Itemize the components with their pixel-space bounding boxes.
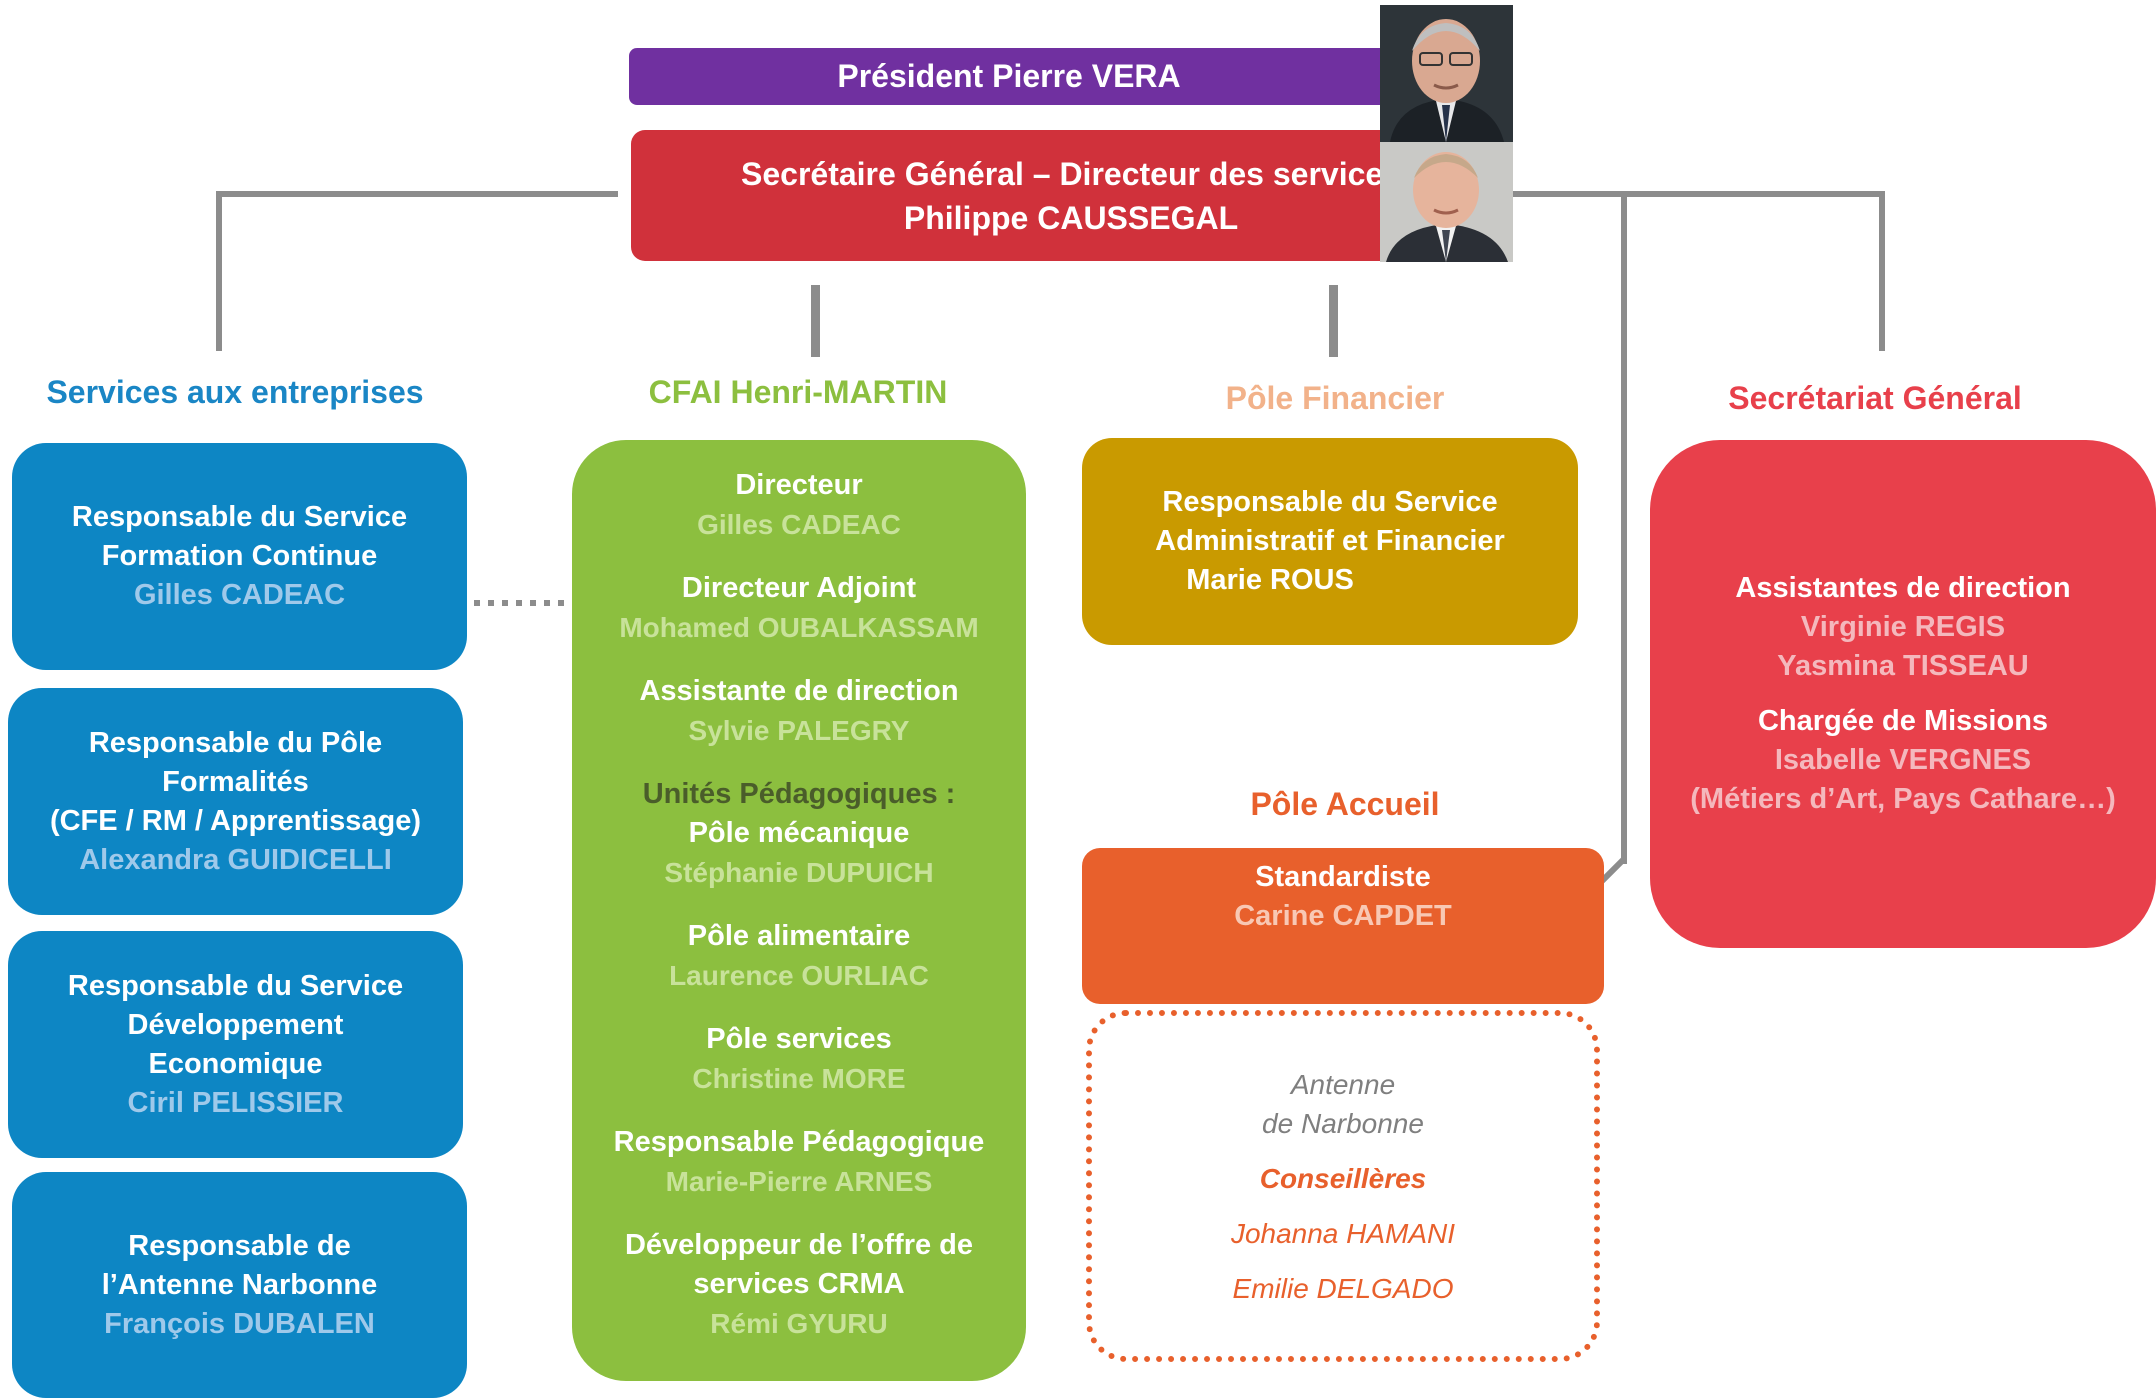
secretariat-name: Yasmina TISSEAU: [1777, 650, 2029, 682]
box-cfai: Directeur Gilles CADEAC Directeur Adjoin…: [572, 440, 1026, 1381]
box-antenne-narbonne-line: l’Antenne Narbonne: [101, 1268, 378, 1301]
connector-left-horizontal: [216, 191, 618, 197]
heading-cfai: CFAI Henri-MARTIN: [648, 374, 948, 410]
cfai-name: Gilles CADEAC: [697, 509, 901, 540]
cfai-name: Laurence OURLIAC: [669, 960, 929, 991]
cfai-role: Responsable Pédagogique: [613, 1126, 985, 1158]
box-developpement-economique-line: Responsable du Service: [67, 969, 404, 1002]
cfai-role: Assistante de direction: [639, 675, 959, 707]
heading-pole-accueil: Pôle Accueil: [1250, 786, 1440, 822]
box-antenne-narbonne: Responsable de l’Antenne Narbonne Franço…: [12, 1172, 467, 1398]
cfai-name: Stéphanie DUPUICH: [664, 857, 934, 888]
cfai-name: Christine MORE: [692, 1063, 906, 1094]
antenne-line: Antenne: [1290, 1068, 1396, 1100]
box-developpement-economique-name: Ciril PELISSIER: [127, 1086, 344, 1119]
connector-accueil-vertical: [1621, 191, 1627, 864]
cfai-role: Pôle mécanique: [688, 817, 910, 849]
secretariat-name: Isabelle VERGNES: [1774, 744, 2032, 776]
secretariat-name: (Métiers d’Art, Pays Cathare…): [1690, 783, 2116, 815]
box-formation-continue-line: Formation Continue: [101, 540, 378, 572]
secretary-general-box: Secrétaire Général – Directeur des servi…: [631, 130, 1511, 261]
connector-right-horizontal: [1512, 191, 1885, 197]
cfai-role: Pôle alimentaire: [687, 920, 911, 952]
box-formation-continue: Responsable du Service Formation Continu…: [12, 443, 467, 670]
cfai-item: Directeur Adjoint Mohamed OUBALKASSAM: [619, 569, 978, 647]
cfai-name: Mohamed OUBALKASSAM: [619, 612, 979, 643]
antenne-name: Johanna HAMANI: [1230, 1217, 1456, 1249]
box-secretariat-general: Assistantes de direction Virginie REGIS …: [1650, 440, 2156, 948]
cfai-role: Directeur: [735, 469, 863, 501]
cfai-role: Pôle services: [706, 1023, 892, 1055]
secretary-general-name: Philippe CAUSSEGAL: [903, 199, 1239, 236]
connector-secretariat: [1879, 191, 1885, 351]
antenne-name: Emilie DELGADO: [1232, 1272, 1454, 1304]
antenne-title: Conseillères: [1259, 1162, 1427, 1194]
antenne-line: de Narbonne: [1262, 1107, 1424, 1139]
cfai-item: Unités Pédagogiques : Pôle mécanique Sté…: [643, 775, 956, 892]
box-pole-accueil: Standardiste Carine CAPDET: [1082, 848, 1604, 1004]
box-developpement-economique-line: Economique: [148, 1047, 323, 1080]
accueil-name: Carine CAPDET: [1234, 900, 1452, 932]
box-pole-formalites-name: Alexandra GUIDICELLI: [79, 843, 392, 876]
secretariat-role: Assistantes de direction: [1735, 572, 2071, 604]
box-developpement-economique: Responsable du Service Développement Eco…: [8, 931, 463, 1158]
president-photo-icon: [1380, 5, 1513, 142]
secretary-general-photo-icon: [1380, 142, 1513, 262]
financier-line: Responsable du Service: [1162, 486, 1498, 518]
connector-financier: [1329, 285, 1338, 357]
box-pole-financier: Responsable du Service Administratif et …: [1082, 438, 1578, 645]
cfai-item: Pôle alimentaire Laurence OURLIAC: [669, 917, 929, 995]
financier-line: Administratif et Financier: [1155, 525, 1505, 557]
box-pole-formalites-line: (CFE / RM / Apprentissage): [49, 804, 422, 837]
president-box: Président Pierre VERA: [629, 48, 1389, 105]
box-antenne-narbonne-name: François DUBALEN: [104, 1307, 375, 1340]
heading-pole-financier: Pôle Financier: [1225, 380, 1445, 416]
cfai-role: Directeur Adjoint: [681, 572, 917, 604]
cfai-role: Développeur de l’offre de: [624, 1229, 974, 1261]
cfai-name: Marie-Pierre ARNES: [665, 1166, 933, 1197]
cfai-name: Rémi GYURU: [710, 1308, 888, 1339]
accueil-role: Standardiste: [1255, 861, 1431, 893]
cfai-role: Unités Pédagogiques :: [642, 778, 956, 810]
dotted-link-formation-cfai: [474, 600, 566, 606]
heading-secretariat-general: Secrétariat Général: [1728, 380, 2022, 416]
box-antenne-de-narbonne: Antenne de Narbonne Conseillères Johanna…: [1086, 1010, 1600, 1362]
cfai-item: Pôle services Christine MORE: [692, 1020, 905, 1098]
cfai-item: Responsable Pédagogique Marie-Pierre ARN…: [614, 1123, 985, 1201]
box-formation-continue-line: Responsable du Service: [71, 501, 408, 533]
connector-cfai: [811, 285, 820, 357]
cfai-name: Sylvie PALEGRY: [688, 715, 910, 746]
cfai-role: services CRMA: [693, 1268, 905, 1300]
cfai-item: Assistante de direction Sylvie PALEGRY: [639, 672, 958, 750]
connector-left-vertical: [216, 191, 222, 351]
box-formation-continue-name: Gilles CADEAC: [133, 579, 346, 611]
secretariat-name: Virginie REGIS: [1800, 611, 2006, 643]
box-antenne-narbonne-line: Responsable de: [128, 1229, 351, 1262]
president-label: Président Pierre VERA: [837, 58, 1181, 94]
cfai-item: Développeur de l’offre de services CRMA …: [625, 1226, 973, 1343]
box-pole-formalites: Responsable du Pôle Formalités (CFE / RM…: [8, 688, 463, 915]
box-pole-formalites-line: Responsable du Pôle: [88, 726, 383, 759]
financier-name: Marie ROUS: [1186, 564, 1354, 596]
box-developpement-economique-line: Développement: [127, 1008, 344, 1041]
secretariat-role: Chargée de Missions: [1757, 705, 2049, 737]
box-pole-formalites-line: Formalités: [162, 765, 309, 798]
cfai-item: Directeur Gilles CADEAC: [697, 466, 901, 544]
secretary-general-title: Secrétaire Général – Directeur des servi…: [741, 155, 1401, 192]
heading-services-entreprises: Services aux entreprises: [46, 374, 424, 410]
